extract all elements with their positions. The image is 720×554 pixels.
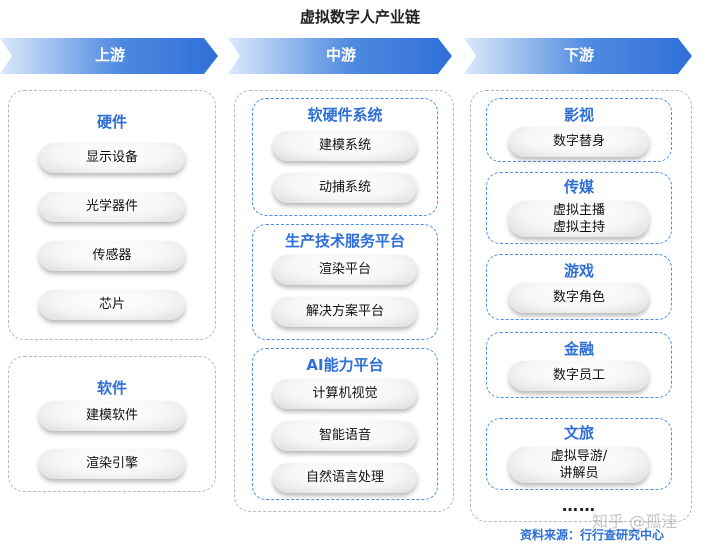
- software-item: 建模软件: [39, 401, 185, 431]
- group-title: 传媒: [563, 178, 594, 196]
- group-title: AI能力平台: [306, 356, 384, 374]
- group-title: 软硬件系统: [307, 106, 383, 124]
- midstream-arrow-shape: [228, 38, 452, 74]
- midstream-label: 中游: [325, 46, 356, 64]
- group-item: 解决方案平台: [273, 297, 417, 327]
- group-item: 虚拟主播 虚拟主持: [509, 201, 649, 237]
- midstream-group-systems: 软硬件系统 建模系统 动捕系统: [252, 98, 438, 216]
- group-item: 渲染平台: [273, 255, 417, 285]
- group-item: 数字替身: [509, 127, 649, 157]
- group-item: 虚拟导游/ 讲解员: [509, 447, 649, 483]
- software-item: 渲染引擎: [39, 449, 185, 479]
- group-item: 数字角色: [509, 283, 649, 313]
- hardware-title: 硬件: [96, 113, 127, 131]
- downstream-group-tourism: 文旅 虚拟导游/ 讲解员: [486, 418, 672, 490]
- group-title: 生产技术服务平台: [284, 232, 405, 250]
- group-item: 建模系统: [273, 131, 417, 161]
- group-title: 金融: [563, 340, 594, 358]
- midstream-group-ai: AI能力平台 计算机视觉 智能语音 自然语言处理: [252, 348, 438, 500]
- hardware-item: 显示设备: [39, 143, 185, 173]
- upstream-arrow: 上游: [0, 36, 220, 76]
- group-title: 游戏: [563, 262, 594, 280]
- downstream-label: 下游: [563, 46, 594, 64]
- diagram-title: 虚拟数字人产业链: [299, 8, 420, 26]
- upstream-arrow-shape: [0, 38, 218, 74]
- group-title: 影视: [563, 106, 594, 124]
- software-title: 软件: [96, 379, 127, 397]
- upstream-hardware-panel: 硬件 显示设备 光学器件 传感器 芯片: [8, 90, 216, 340]
- downstream-group-finance: 金融 数字员工: [486, 332, 672, 398]
- downstream-group-media: 传媒 虚拟主播 虚拟主持: [486, 172, 672, 244]
- hardware-item: 光学器件: [39, 192, 185, 222]
- midstream-group-services: 生产技术服务平台 渲染平台 解决方案平台: [252, 224, 438, 340]
- group-item: 自然语言处理: [273, 463, 417, 493]
- group-item: 智能语音: [273, 421, 417, 451]
- group-item: 数字员工: [509, 361, 649, 391]
- group-title: 文旅: [563, 424, 594, 442]
- upstream-label: 上游: [94, 46, 125, 64]
- group-item: 动捕系统: [273, 173, 417, 203]
- hardware-item: 芯片: [39, 290, 185, 320]
- downstream-group-games: 游戏 数字角色: [486, 254, 672, 320]
- more-indicator: ……: [562, 496, 596, 515]
- midstream-arrow: 中游: [228, 36, 454, 76]
- group-item: 计算机视觉: [273, 379, 417, 409]
- downstream-arrow: 下游: [464, 36, 694, 76]
- downstream-group-film: 影视 数字替身: [486, 98, 672, 162]
- watermark: 知乎 @孤洼: [592, 512, 678, 531]
- upstream-software-panel: 软件 建模软件 渲染引擎: [8, 356, 216, 492]
- source-note: 资料来源：行行查研究中心: [520, 528, 665, 542]
- downstream-arrow-shape: [464, 38, 692, 74]
- hardware-item: 传感器: [39, 241, 185, 271]
